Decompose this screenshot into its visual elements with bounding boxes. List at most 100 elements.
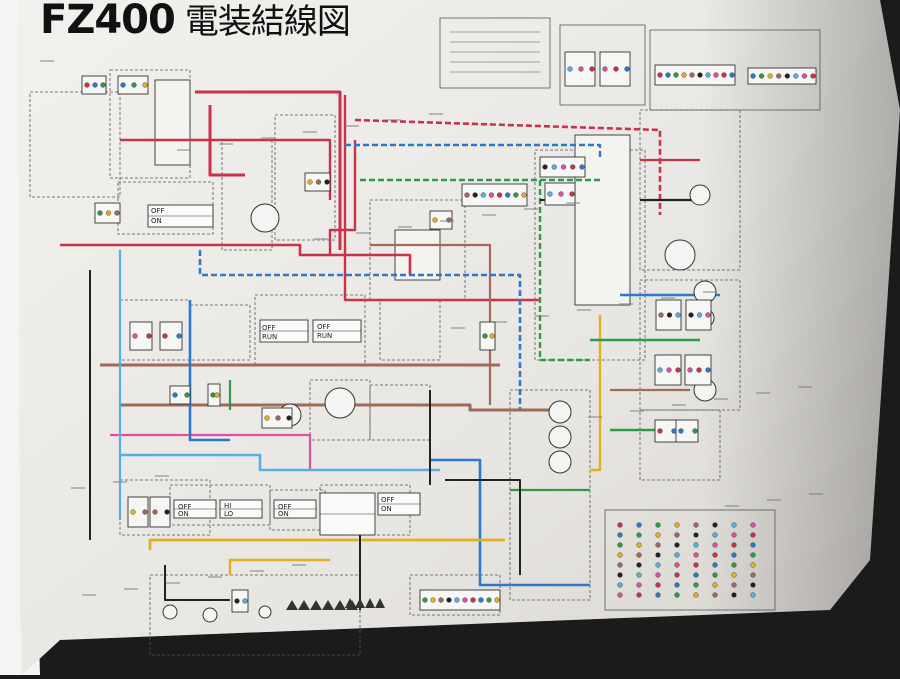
tail-connector-2-pin	[692, 428, 698, 434]
legend-color-swatch	[655, 522, 661, 528]
brake-connector-2-pin	[162, 333, 168, 339]
wire-red-top	[195, 90, 342, 250]
engine-stop-off-label: OFF	[262, 324, 276, 332]
fine-print-mark	[756, 392, 770, 394]
ignitor-connector-1-pin	[542, 164, 548, 170]
connector-top-2-pin	[120, 82, 126, 88]
harness-connector-box	[649, 29, 821, 111]
fine-print-mark	[672, 404, 686, 406]
turn-lamp-left	[202, 607, 218, 623]
fine-print-mark	[356, 232, 370, 234]
neutral-connector-pin	[275, 415, 281, 421]
fine-print-mark	[398, 226, 412, 228]
harness-connector-1-pin	[721, 72, 727, 78]
legend-color-swatch	[617, 572, 623, 578]
harness-connector-1-pin	[689, 72, 695, 78]
fine-print-mark	[387, 119, 401, 121]
harness-connector-1-pin	[657, 72, 663, 78]
fine-print-mark	[440, 220, 454, 222]
turn-connector-pin	[234, 598, 240, 604]
legend-color-swatch	[655, 532, 661, 538]
wire-red-dashed	[354, 118, 662, 215]
fine-print-mark	[155, 475, 169, 477]
legend-color-swatch	[712, 572, 718, 578]
harness-connector-1-pin	[713, 72, 719, 78]
headlight-connector-1-pin	[666, 312, 673, 318]
fine-print-mark	[661, 297, 675, 299]
harness-connector-2-pin	[758, 73, 765, 79]
legend-color-swatch	[693, 562, 699, 568]
diode-symbol	[355, 598, 365, 608]
harness-connector-2-pin	[793, 73, 799, 79]
legend-color-swatch	[693, 552, 699, 558]
starter-motor-circle	[250, 203, 280, 233]
legend-color-swatch	[750, 522, 756, 528]
meter-lamp-1	[548, 400, 572, 424]
diode-symbol	[310, 600, 322, 610]
legend-color-swatch	[636, 582, 642, 588]
diode-symbol	[286, 600, 298, 610]
brake-connector-pin	[132, 333, 138, 339]
wire-red-horizontal	[60, 243, 412, 275]
headlight-connector-2-pin	[688, 312, 694, 318]
fine-print-mark	[714, 398, 728, 400]
tail-connector-2-pin	[678, 428, 684, 434]
lower-fuse-connector-pin	[422, 597, 428, 603]
legend-color-swatch	[750, 552, 756, 558]
diode-symbol	[322, 600, 334, 610]
headlight-connector-3-pin	[675, 367, 681, 373]
legend-connector-1-pin	[589, 66, 595, 72]
legend-color-swatch	[731, 592, 737, 598]
wire-blue-upper	[345, 143, 602, 160]
lower-fuse-connector-pin	[494, 597, 500, 603]
fine-print-mark	[261, 137, 275, 139]
lower-fuse-connector-pin	[478, 597, 484, 603]
legend-color-swatch	[636, 552, 642, 558]
legend-color-swatch	[655, 572, 661, 578]
fine-print-mark	[219, 143, 233, 145]
legend-color-swatch	[655, 562, 661, 568]
brake-connector-pin	[146, 333, 152, 339]
clutch-connector-pin	[184, 392, 190, 398]
ignitor-connector-2-pin	[558, 191, 564, 197]
wire-blue-lower	[430, 458, 590, 587]
legend-color-swatch	[674, 562, 680, 568]
dimmer-lo-label: LO	[224, 510, 234, 518]
legend-color-swatch	[731, 562, 737, 568]
legend-color-swatch	[693, 542, 699, 548]
headlight-connector-1-pin	[658, 312, 664, 318]
turn-connector	[231, 589, 249, 613]
wire-red-branch	[328, 140, 357, 255]
brake-connector	[129, 321, 153, 351]
harness-connector-1	[654, 64, 736, 86]
neutral-relay-connector-pin	[482, 333, 488, 339]
legend-color-swatch	[693, 532, 699, 538]
wire-pink	[110, 433, 312, 470]
fine-print-mark	[177, 149, 191, 151]
fine-print-mark	[113, 481, 127, 483]
legend-color-swatch	[693, 572, 699, 578]
legend-color-swatch	[693, 592, 699, 598]
legend-color-swatch	[636, 572, 642, 578]
legend-color-swatch	[655, 582, 661, 588]
legend-color-swatch	[693, 522, 699, 528]
ignitor-connector-1-pin	[579, 164, 585, 170]
legend-color-swatch	[712, 522, 718, 528]
relay-connector-pin	[505, 192, 511, 198]
legend-color-swatch	[655, 592, 661, 598]
harness-connector-1-pin	[705, 72, 711, 78]
legend-color-swatch	[750, 572, 756, 578]
harness-connector-2-pin	[810, 73, 816, 79]
fine-print-mark	[577, 309, 591, 311]
ignitor-connector-2-pin	[547, 191, 553, 197]
lower-fuse-connector-pin	[470, 597, 476, 603]
connector-top-2-pin	[131, 82, 137, 88]
ignition-coil-2	[689, 184, 711, 206]
relay-connector-pin	[496, 192, 503, 198]
legend-connector-2-pin	[602, 66, 608, 72]
legend-color-swatch	[731, 522, 737, 528]
connector-top-2-pin	[142, 82, 148, 88]
fine-print-mark	[566, 202, 580, 204]
fine-print-mark	[292, 564, 306, 566]
